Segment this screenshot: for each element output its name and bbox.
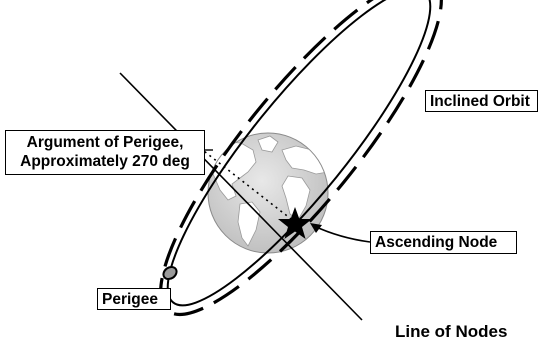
- orbit-dashed-track: [159, 0, 443, 317]
- inclined-orbit-label: Inclined Orbit: [425, 90, 538, 112]
- earth-globe-icon: [207, 132, 329, 254]
- argument-of-perigee-line-2: Approximately 270 deg: [20, 153, 190, 170]
- ascending-node-label: Ascending Node: [370, 231, 517, 254]
- argument-of-perigee-line-1: Argument of Perigee,: [26, 134, 184, 151]
- star-icon: [278, 207, 312, 239]
- ascending-node-arrow: [310, 223, 371, 243]
- satellite-icon: [162, 265, 178, 281]
- perigee-label: Perigee: [97, 288, 171, 310]
- inclined-orbit-path: [166, 0, 432, 307]
- line-of-nodes-label: Line of Nodes: [395, 322, 508, 341]
- argument-of-perigee-label: Argument of Perigee, Approximately 270 d…: [5, 130, 205, 175]
- line-of-nodes: [119, 72, 363, 321]
